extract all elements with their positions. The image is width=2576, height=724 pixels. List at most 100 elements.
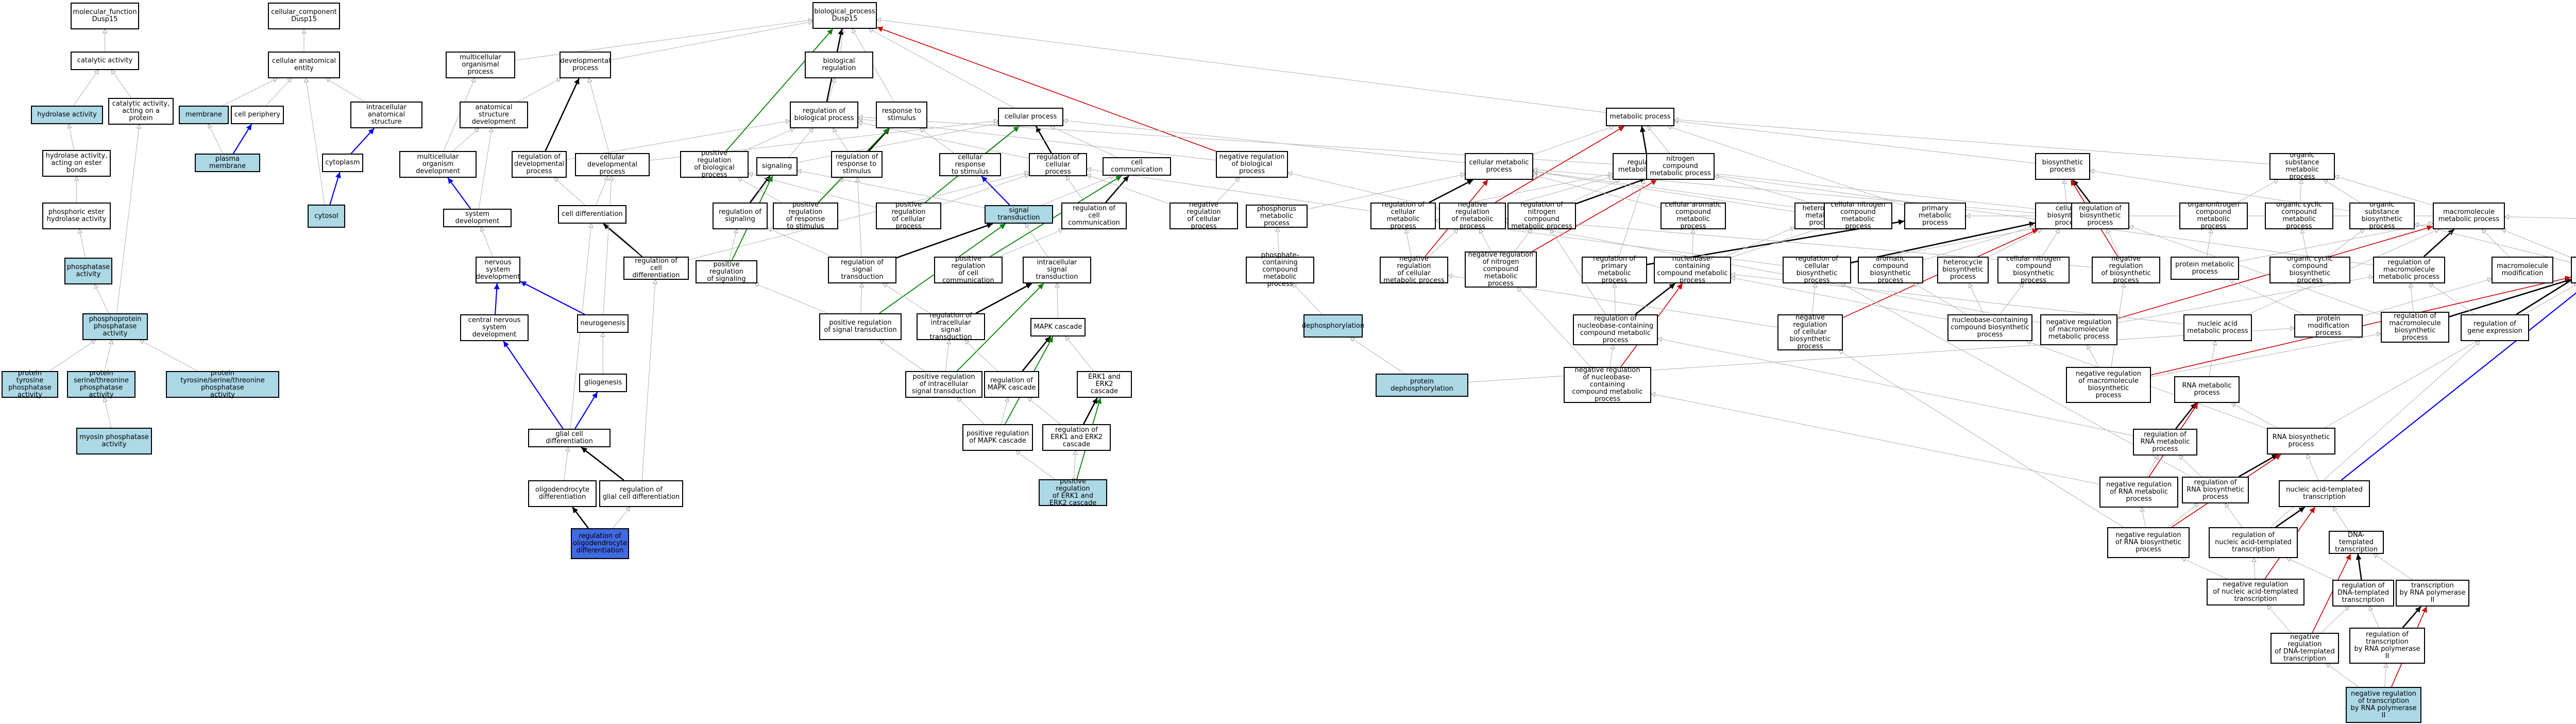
go-term-node-negregrnabiosyn[interactable]: negative regulation of RNA biosynthetic … (2107, 527, 2190, 558)
go-term-node-posregresp[interactable]: positive regulation of response to stimu… (773, 201, 838, 230)
go-term-node-regglial[interactable]: regulation of glial cell differentiation (599, 480, 683, 507)
go-term-node-regtranspol2[interactable]: regulation of transcription by RNA polym… (2349, 628, 2425, 664)
go-term-node-regsig[interactable]: regulation of signaling (713, 203, 768, 229)
go-term-node-macromod[interactable]: macromolecule modification (2492, 257, 2553, 283)
go-term-node-regmapk[interactable]: regulation of MAPK cascade (984, 371, 1039, 398)
go-term-node-negregcellbiosyn[interactable]: negative regulation of cellular biosynth… (1777, 314, 1843, 350)
go-term-node-negregmacrobiosyn[interactable]: negative regulation of macromolecule bio… (2066, 367, 2151, 403)
go-term-node-ppp[interactable]: phosphoprotein phosphatase activity (82, 313, 148, 340)
go-term-node-macromet[interactable]: macromolecule metabolic process (2433, 203, 2505, 229)
go-term-node-orgcyc[interactable]: organic cyclic compound metabolic proces… (2265, 201, 2333, 230)
go-term-node-oligodiff[interactable]: oligodendrocyte differentiation (528, 480, 597, 507)
go-term-node-heterobiosyn[interactable]: heterocycle biosynthetic process (1937, 257, 1989, 283)
go-term-node-posregerk[interactable]: positive regulation of ERK1 and ERK2 cas… (1039, 478, 1107, 507)
go-term-node-rnabiosyn[interactable]: RNA biosynthetic process (2267, 428, 2335, 454)
go-term-node-negregtranspol2[interactable]: negative regulation of transcription by … (2346, 687, 2421, 723)
go-term-node-dephos[interactable]: dephosphorylation (1302, 314, 1364, 338)
go-term-node-anatdev[interactable]: anatomical structure development (460, 102, 528, 128)
go-term-node-regcellbiosyn[interactable]: regulation of cellular biosynthetic proc… (1783, 256, 1851, 284)
go-term-node-negregcell[interactable]: negative regulation of cellular process (1170, 201, 1238, 230)
go-term-node-intracell[interactable]: intracellular anatomical structure (350, 102, 422, 128)
go-term-node-multiorg[interactable]: multicellular organismal process (446, 52, 515, 78)
go-term-node-orgcycbiosyn[interactable]: organic cyclic compound biosynthetic pro… (2269, 256, 2350, 284)
go-term-node-nat[interactable]: nucleic acid-templated transcription (2279, 480, 2370, 507)
go-term-node-membrane[interactable]: membrane (179, 106, 229, 124)
go-term-node-regdtt[interactable]: regulation of DNA-templated transcriptio… (2332, 580, 2394, 607)
go-term-node-regprimmet[interactable]: regulation of primary metabolic process (1582, 256, 1647, 284)
go-term-node-regncmet[interactable]: regulation of nitrogen compound metaboli… (1507, 201, 1576, 230)
go-term-node-protmet[interactable]: protein metabolic process (2171, 257, 2239, 280)
go-term-node-biosyn[interactable]: biosynthetic process (2035, 153, 2090, 180)
go-term-node-organoN[interactable]: organonitrogen compound metabolic proces… (2179, 201, 2248, 230)
go-term-node-neurogen[interactable]: neurogenesis (577, 314, 629, 333)
go-term-node-nucacid[interactable]: nucleic acid metabolic process (2183, 314, 2252, 341)
go-term-node-nbcbiosyn[interactable]: nucleobase-containing compound biosynthe… (1947, 314, 2032, 341)
go-term-node-cae[interactable]: cellular anatomical entity (268, 52, 340, 78)
go-term-node-regbiosyn[interactable]: regulation of biosynthetic process (2071, 203, 2129, 229)
go-term-node-regmacromet[interactable]: regulation of macromolecule metabolic pr… (2373, 257, 2445, 283)
go-term-node-regintrasig[interactable]: regulation of intracellular signal trans… (917, 312, 985, 341)
go-term-node-mapk[interactable]: MAPK cascade (1030, 318, 1086, 336)
go-term-node-posregbio[interactable]: positive regulation of biological proces… (680, 150, 749, 179)
go-term-node-posregcellcomm[interactable]: positive regulation of cell communicatio… (934, 256, 1003, 284)
go-term-node-posregintrasig[interactable]: positive regulation of intracellular sig… (905, 371, 982, 398)
go-term-node-intrasig[interactable]: intracellular signal transduction (1023, 257, 1091, 283)
go-term-node-regmacrobiosyn[interactable]: regulation of macromolecule biosynthetic… (2381, 312, 2449, 343)
go-term-node-ncmet[interactable]: nitrogen compound metabolic process (1646, 153, 1715, 180)
go-term-node-sigtrans[interactable]: signal transduction (985, 205, 1053, 224)
go-term-node-negregncmet[interactable]: negative regulation of nitrogen compound… (1465, 251, 1537, 288)
go-term-node-respstim[interactable]: response to stimulus (876, 102, 927, 128)
go-term-node-plasmamem[interactable]: plasma membrane (195, 154, 260, 172)
go-term-node-primmet[interactable]: primary metabolic process (1904, 203, 1966, 229)
go-term-node-regcellcomm[interactable]: regulation of cell communication (1061, 203, 1127, 229)
go-term-node-phoscomp[interactable]: phosphate-containing compound metabolic … (1246, 252, 1314, 288)
go-term-node-protdephos[interactable]: protein dephosphorylation (1376, 374, 1468, 397)
go-term-node-gliogen[interactable]: gliogenesis (579, 374, 627, 392)
go-term-node-cellncbiosyn[interactable]: cellular nitrogen compound biosynthetic … (1997, 256, 2070, 284)
go-term-node-cytosol[interactable]: cytosol (308, 205, 345, 228)
go-term-node-cytoplasm[interactable]: cytoplasm (322, 154, 363, 172)
go-term-node-regerk[interactable]: regulation of ERK1 and ERK2 cascade (1042, 424, 1111, 451)
go-term-node-metproc[interactable]: metabolic process (1606, 108, 1674, 126)
go-term-node-negregrnamet[interactable]: negative regulation of RNA metabolic pro… (2099, 477, 2178, 508)
go-term-node-regoligo[interactable]: regulation of oligodendrocyte differenti… (571, 528, 629, 559)
go-term-node-cellarom[interactable]: cellular aromatic compound metabolic pro… (1660, 201, 1726, 230)
go-term-node-rnamet[interactable]: RNA metabolic process (2174, 376, 2240, 403)
go-term-node-transpol2[interactable]: transcription by RNA polymerase II (2396, 580, 2469, 607)
go-term-node-cellperiph[interactable]: cell periphery (231, 106, 284, 124)
go-term-node-posregcell[interactable]: positive regulation of cellular process (876, 201, 941, 230)
go-term-node-negregnbc[interactable]: negative regulation of nucleobase-contai… (1564, 367, 1651, 403)
go-term-node-phosmono[interactable]: phosphoric ester hydrolase activity (42, 203, 111, 229)
go-term-node-catprot[interactable]: catalytic activity, acting on a protein (108, 98, 174, 125)
go-term-node-catact[interactable]: catalytic activity (71, 52, 139, 70)
go-term-node-regrnabiosyn[interactable]: regulation of RNA biosynthetic process (2182, 477, 2249, 503)
go-term-node-negregcellmet[interactable]: negative regulation of cellular metaboli… (1380, 256, 1448, 284)
go-term-node-regdev[interactable]: regulation of developmental process (512, 151, 567, 178)
go-term-node-negregmet[interactable]: negative regulation of metabolic process (1439, 201, 1506, 230)
go-term-node-posregsigtrans[interactable]: positive regulation of signal transducti… (819, 313, 902, 340)
go-term-node-regcell[interactable]: regulation of cellular process (1029, 153, 1087, 176)
go-term-node-pstp[interactable]: protein serine/threonine phosphatase act… (67, 370, 135, 399)
go-term-node-ptp[interactable]: protein tyrosine phosphatase activity (2, 370, 58, 399)
go-term-node-regcelldiff[interactable]: regulation of cell differentiation (623, 257, 689, 280)
go-term-node-regcellmet[interactable]: regulation of cellular metabolic process (1370, 201, 1436, 230)
go-term-node-reggeneexp[interactable]: regulation of gene expression (2461, 314, 2529, 341)
go-term-node-protmod[interactable]: protein modification process (2294, 314, 2363, 338)
go-term-node-cc[interactable]: cellular_component Dusp15 (268, 3, 340, 29)
go-term-node-orgsubbiosyn[interactable]: organic substance biosynthetic process (2349, 201, 2415, 230)
go-term-node-glialdiff[interactable]: glial cell differentiation (528, 429, 611, 447)
go-term-node-cellproc[interactable]: cellular process (998, 108, 1063, 126)
go-term-node-negregmacro[interactable]: negative regulation of macromolecule met… (2040, 314, 2117, 345)
go-term-node-regresp[interactable]: regulation of response to stimulus (831, 151, 883, 178)
go-term-node-regnbcmet[interactable]: regulation of nucleobase-containing comp… (1573, 314, 1658, 345)
go-term-node-cellresp[interactable]: cellular response to stimulus (939, 153, 1001, 176)
go-term-node-arombiosyn[interactable]: aromatic compound biosynthetic process (1858, 256, 1923, 284)
go-term-node-macrobiosyn[interactable]: macromolecule biosynthetic process (2571, 257, 2576, 283)
go-term-node-negregbiosyn[interactable]: negative regulation of biosynthetic proc… (2092, 256, 2160, 284)
go-term-node-bioreg[interactable]: biological regulation (805, 52, 873, 78)
go-term-node-negregnat[interactable]: negative regulation of nucleic acid-temp… (2207, 579, 2304, 605)
go-term-node-negregbio[interactable]: negative regulation of biological proces… (1216, 151, 1288, 178)
go-term-node-bp[interactable]: biological_process Dusp15 (812, 2, 877, 29)
go-term-node-hydroester[interactable]: hydrolase activity, acting on ester bond… (42, 150, 111, 177)
go-term-node-regsigtrans[interactable]: regulation of signal transduction (828, 257, 896, 283)
